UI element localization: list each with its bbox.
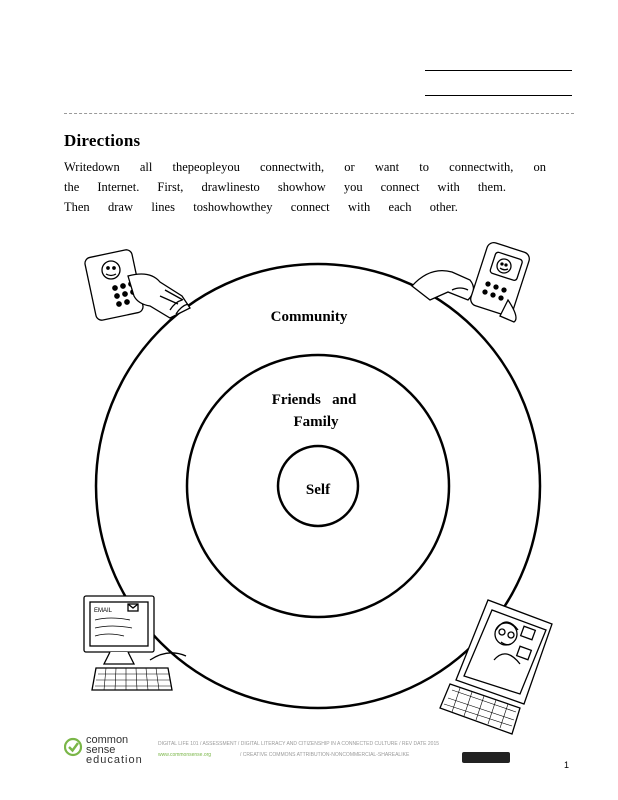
word: on (533, 160, 546, 174)
word: them. (477, 180, 506, 194)
directions-line-3: Then draw lines toshowhowthey connect wi… (64, 199, 458, 215)
word: showhow (277, 180, 326, 194)
word: you (343, 180, 363, 194)
word: connectwith, (259, 160, 325, 174)
community-label: Community (271, 309, 348, 325)
word: First, (157, 180, 184, 194)
footer-course-info: DIGITAL LIFE 101 / ASSESSMENT / DIGITAL … (158, 741, 440, 747)
page-number: 1 (564, 760, 570, 770)
footer-license-text: / CREATIVE COMMONS ATTRIBUTION-NONCOMMER… (240, 752, 410, 758)
directions-line-2: the Internet. First, drawlinesto showhow… (64, 179, 506, 195)
logo-line-1: common (86, 734, 129, 746)
word: toshowhowthey (193, 200, 273, 214)
directions-line-1: Writedown all thepeopleyou connectwith, … (64, 159, 546, 175)
word: Writedown (64, 160, 120, 174)
svg-text:EMAIL: EMAIL (94, 608, 113, 614)
self-circle (276, 444, 360, 528)
word: or (344, 160, 355, 174)
word: draw (108, 200, 134, 214)
community-circle (94, 262, 542, 710)
hand-phone-illustration-top-left (84, 249, 191, 321)
logo-line-3: education (86, 754, 143, 766)
word: drawlinesto (201, 180, 260, 194)
footer-url-link[interactable]: www.commonsense.org (158, 752, 212, 758)
creative-commons-badge-icon (462, 752, 510, 763)
name-line (425, 70, 572, 71)
word: connectwith, (449, 160, 514, 174)
word: the (64, 180, 80, 194)
word: with (347, 200, 371, 214)
hand-phone-illustration-top-right (411, 241, 530, 323)
word: all (139, 160, 153, 174)
word: want (374, 160, 400, 174)
word: connect (290, 200, 330, 214)
word: connect (380, 180, 420, 194)
date-line (425, 95, 572, 96)
word: Then (64, 200, 90, 214)
word: thepeopleyou (172, 160, 240, 174)
common-sense-education-logo: common sense education (63, 734, 154, 770)
word: each (388, 200, 412, 214)
friends-family-label-line2: Family (294, 414, 339, 430)
word: Internet. (97, 180, 140, 194)
checkmark-logo-icon (63, 737, 83, 757)
friends-family-label-line1: Friends and (272, 392, 357, 408)
word: other. (429, 200, 458, 214)
self-label: Self (306, 482, 331, 498)
word: lines (151, 200, 175, 214)
laptop-video-illustration-bottom-right (439, 599, 553, 735)
word: to (419, 160, 430, 174)
logo-line-2: sense (86, 744, 116, 756)
dashed-divider (64, 113, 574, 114)
computer-email-illustration-bottom-left: EMAIL (83, 595, 187, 691)
friends-family-circle (185, 353, 451, 619)
directions-heading: Directions (64, 131, 141, 150)
word: with (437, 180, 460, 194)
